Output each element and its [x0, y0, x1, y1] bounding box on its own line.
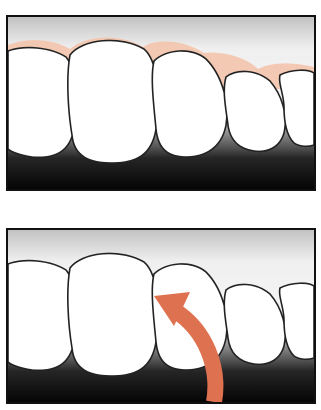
tooth-1 [8, 261, 76, 371]
tooth-2 [68, 253, 158, 376]
teeth-illustration-before [8, 17, 314, 189]
teeth-illustration-after [8, 230, 314, 402]
panel-after [6, 228, 316, 404]
tooth-2 [68, 40, 158, 163]
panel-before [6, 15, 316, 191]
tooth-1 [8, 48, 76, 158]
